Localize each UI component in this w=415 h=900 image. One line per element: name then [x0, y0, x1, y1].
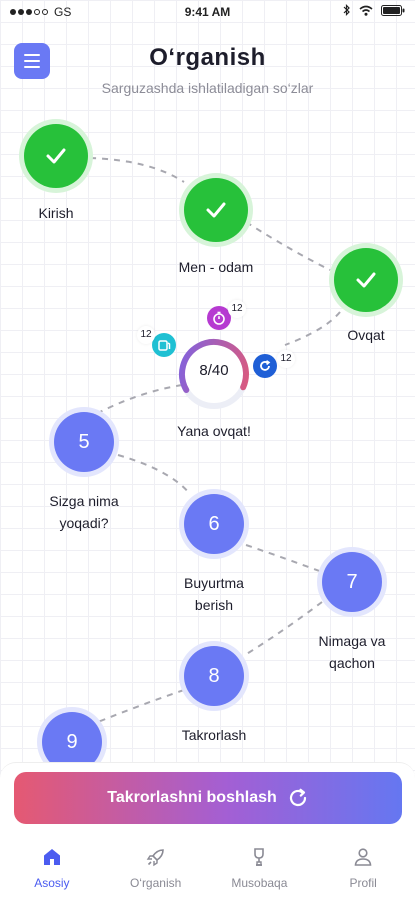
lesson-label-line: yoqadi?: [59, 515, 109, 531]
checkmark-icon: [46, 148, 66, 164]
tab-label: Profil: [349, 876, 377, 890]
cards-icon[interactable]: [152, 333, 176, 357]
lesson-label-line: qachon: [329, 655, 375, 671]
lesson-node-ovqat[interactable]: [334, 248, 398, 312]
wifi-icon: [359, 5, 373, 16]
lesson-node-7[interactable]: 7: [322, 552, 382, 612]
lesson-node-8[interactable]: 8: [184, 646, 244, 706]
lesson-label-line: Sizga nima: [49, 493, 119, 509]
page-subtitle: Sarguzashda ishlatiladigan so‘zlar: [101, 80, 314, 96]
lesson-label-line: berish: [194, 597, 234, 613]
tab-profile[interactable]: Profil: [313, 838, 413, 898]
progress-text: 8/40: [199, 362, 229, 379]
carrier-name: GS: [54, 5, 72, 19]
tab-label: Asosiy: [34, 876, 70, 890]
hamburger-icon-line: [24, 66, 40, 68]
lesson-label: Nimaga va qachon: [296, 630, 408, 674]
lesson-node-kirish[interactable]: [24, 124, 88, 188]
lesson-label-line: Nimaga va: [318, 633, 386, 649]
status-bar: GS 9:41 AM: [0, 0, 415, 24]
tab-label: Musobaqa: [231, 876, 288, 890]
checkmark-icon: [206, 202, 226, 218]
lesson-label: Men - odam: [178, 259, 254, 275]
tab-home[interactable]: Asosiy: [2, 838, 102, 898]
tab-competition[interactable]: Musobaqa: [209, 838, 309, 898]
battery-icon: [381, 4, 405, 16]
lesson-label: Takrorlash: [181, 727, 247, 743]
refresh-icon[interactable]: [253, 354, 277, 378]
lesson-label: Yana ovqat!: [177, 423, 251, 439]
lesson-label: Sizga nima yoqadi?: [24, 490, 144, 534]
checkmark-icon: [356, 272, 376, 288]
lesson-number: 5: [78, 430, 90, 453]
refresh-icon: [289, 788, 306, 807]
lesson-number: 9: [66, 730, 78, 753]
hamburger-icon-line: [24, 54, 40, 56]
trophy-icon: [254, 848, 265, 866]
cards-count-badge: 12: [137, 326, 155, 344]
status-time: 9:41 AM: [184, 5, 231, 19]
tab-bar: Asosiy O‘rganish Musobaqa Profil: [0, 838, 415, 898]
rocket-icon: [146, 849, 164, 867]
tab-learn[interactable]: O‘rganish: [106, 838, 206, 898]
start-review-button[interactable]: Takrorlashni boshlash: [14, 772, 402, 824]
user-icon: [354, 848, 372, 866]
home-icon: [43, 849, 60, 865]
lesson-node-6[interactable]: 6: [184, 494, 244, 554]
signal-strength: GS: [10, 5, 71, 19]
lesson-label: Ovqat: [347, 327, 385, 343]
progress-ring[interactable]: [178, 338, 250, 410]
progress-ring-fill: [179, 339, 249, 409]
timer-count-badge: 12: [228, 300, 246, 318]
lesson-label-line: Buyurtma: [184, 575, 244, 591]
lesson-label: Buyurtma berish: [154, 572, 274, 616]
lesson-label: Kirish: [38, 205, 74, 221]
lesson-node-men-odam[interactable]: [184, 178, 248, 242]
lesson-number: 8: [208, 664, 220, 687]
bluetooth-icon: [343, 4, 350, 16]
start-review-label: Takrorlashni boshlash: [107, 789, 277, 806]
lesson-number: 7: [346, 570, 358, 593]
hamburger-icon-line: [24, 60, 40, 62]
stopwatch-icon[interactable]: [207, 306, 231, 330]
page-title: O‘rganish: [149, 44, 266, 71]
repeat-count-badge: 12: [277, 350, 295, 368]
menu-button[interactable]: [14, 43, 50, 79]
tab-label: O‘rganish: [129, 876, 182, 890]
lesson-node-5[interactable]: 5: [54, 412, 114, 472]
lesson-number: 6: [208, 512, 220, 535]
